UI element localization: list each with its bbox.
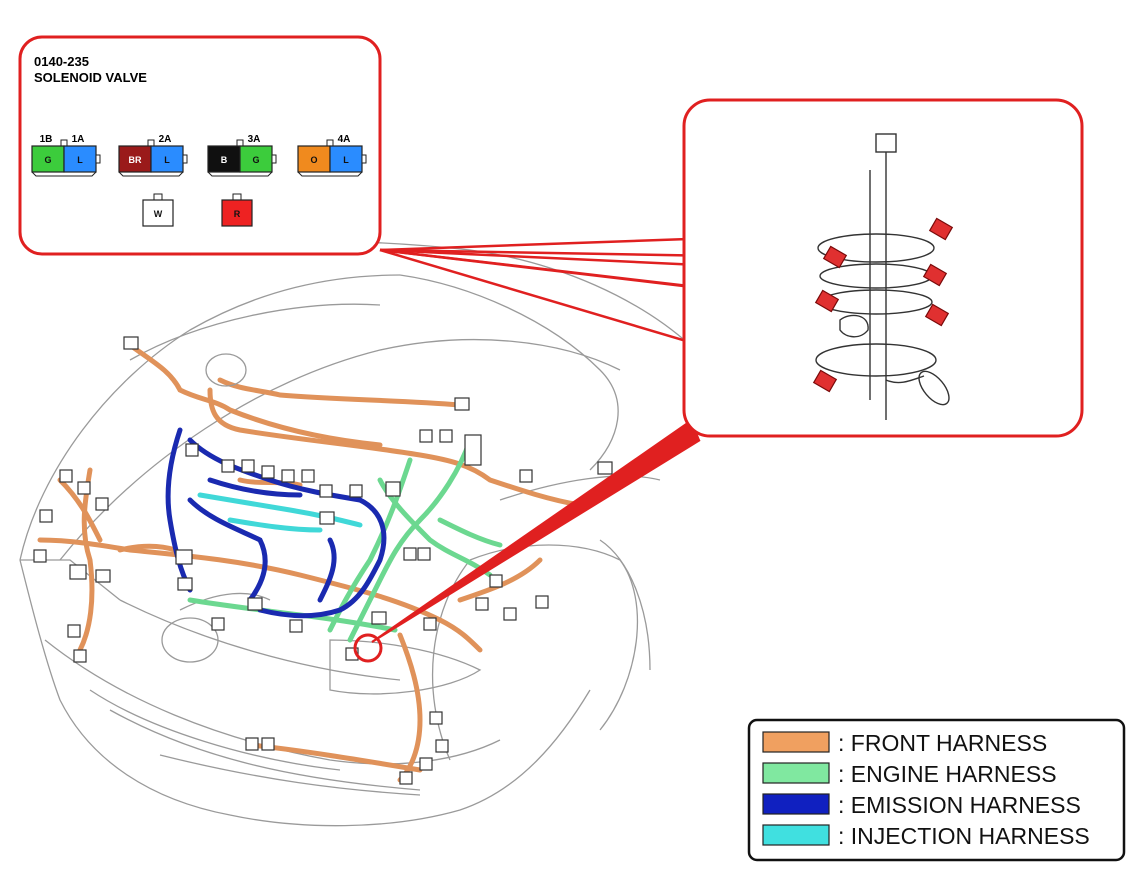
pin-left-label: G (44, 155, 51, 165)
pin-right-label: L (343, 155, 349, 165)
pin-right-label: G (252, 155, 259, 165)
harness-connectors (33, 336, 613, 785)
pin-left (207, 145, 241, 173)
legend-label: : FRONT HARNESS (838, 730, 1047, 756)
harness-legend: : FRONT HARNESS : ENGINE HARNESS : EMISSIO… (747, 718, 1126, 862)
legend-item: : ENGINE HARNESS (762, 761, 1057, 787)
pin-number-left: 1B (40, 134, 53, 145)
front-harness-wires (37, 342, 583, 783)
detail-callout-box (682, 98, 1084, 438)
injection-harness-wires (197, 492, 363, 533)
pin-number-right: 4A (338, 134, 351, 145)
part-name: SOLENOID VALVE (34, 70, 147, 85)
car-outline (19, 240, 691, 827)
legend-item: : FRONT HARNESS (762, 730, 1047, 756)
solenoid-assembly-detail (815, 133, 950, 420)
pin-left-label: O (310, 155, 317, 165)
connector-2: BR L 2A (118, 134, 188, 177)
connector-pinouts: G L 1B 1A BR L 2A B G 3A O L 4A W R (31, 134, 367, 227)
pin-right-label: L (164, 155, 170, 165)
pin-left-label: BR (129, 155, 142, 165)
legend-label: : EMISSION HARNESS (838, 792, 1081, 818)
single-connector-label: R (234, 209, 241, 219)
pin-right (150, 145, 184, 173)
legend-item: : INJECTION HARNESS (762, 823, 1090, 849)
legend-swatch (762, 824, 830, 846)
pin-right-label: L (77, 155, 83, 165)
legend-label: : ENGINE HARNESS (838, 761, 1057, 787)
detail-pointer (372, 420, 700, 642)
connector-3: B G 3A (207, 134, 277, 177)
pin-left (297, 145, 331, 173)
connector-1: G L 1B 1A (31, 134, 101, 177)
part-number: 0140-235 (34, 54, 89, 69)
pin-number-right: 1A (72, 134, 85, 145)
legend-swatch (762, 762, 830, 784)
legend-box (747, 718, 1126, 862)
pin-right (239, 145, 273, 173)
pin-number-right: 3A (248, 134, 261, 145)
connector-callout-box (18, 35, 382, 256)
legend-swatch (762, 731, 830, 753)
pin-left-label: B (221, 155, 228, 165)
connector-4: O L 4A (297, 134, 367, 177)
strut-tower (205, 353, 247, 387)
legend-swatch (762, 793, 830, 815)
solenoid-location-marker (353, 633, 383, 663)
single-connector-1: W (142, 193, 174, 227)
single-connector-2: R (221, 193, 253, 227)
pin-number-right: 2A (159, 134, 172, 145)
pin-left (31, 145, 65, 173)
emission-harness-wires (165, 427, 387, 619)
solenoid-valve-connectors (812, 217, 954, 393)
pin-right (63, 145, 97, 173)
legend-label: : INJECTION HARNESS (838, 823, 1090, 849)
single-connector-label: W (154, 209, 163, 219)
legend-item: : EMISSION HARNESS (762, 792, 1081, 818)
